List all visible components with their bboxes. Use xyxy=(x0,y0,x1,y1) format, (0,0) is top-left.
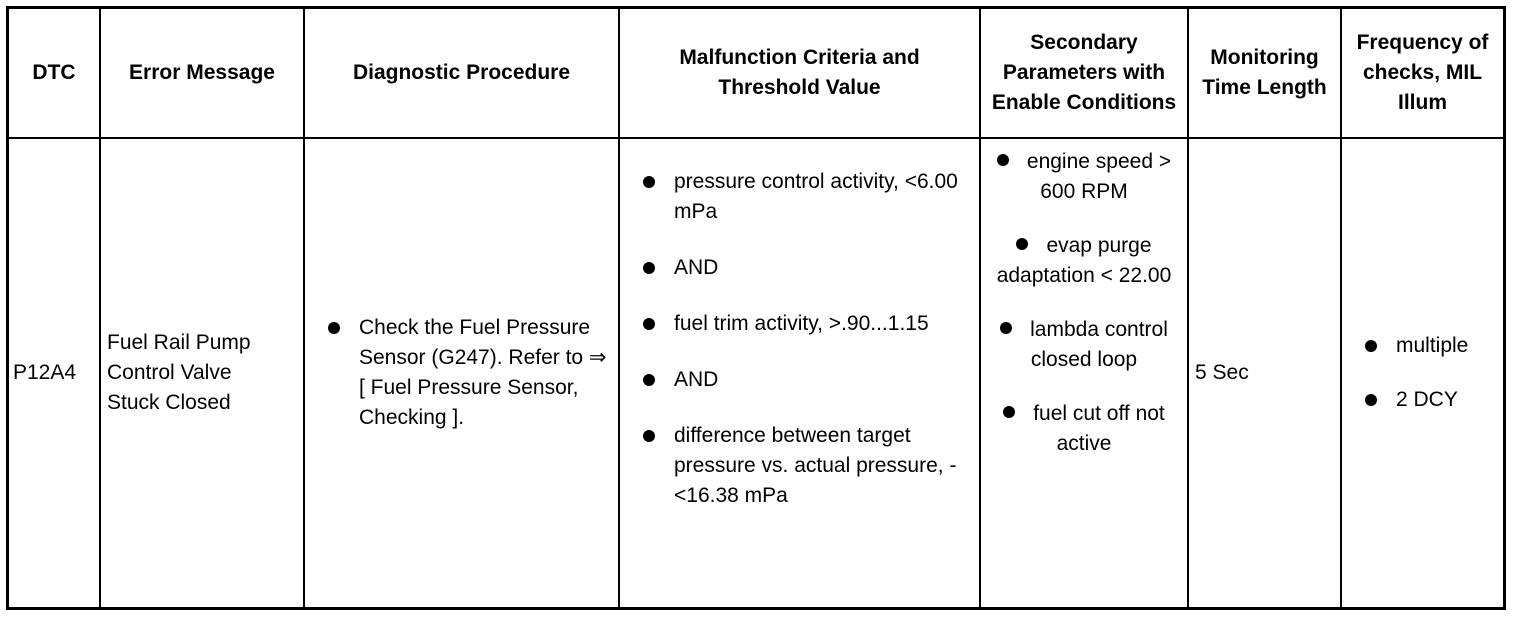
cell-frequency: multiple 2 DCY xyxy=(1340,137,1503,607)
header-secondary-parameters: Secondary Parameters with Enable Conditi… xyxy=(979,9,1189,139)
frequency-list: multiple 2 DCY xyxy=(1362,331,1497,415)
header-error-message: Error Message xyxy=(99,9,305,139)
list-item: 2 DCY xyxy=(1362,385,1497,415)
list-item: AND xyxy=(640,365,959,395)
cell-error-message: Fuel Rail Pump Control Valve Stuck Close… xyxy=(99,137,305,607)
diagnostic-table-frame: DTC Error Message Diagnostic Procedure M… xyxy=(6,6,1506,610)
cell-monitoring-time: 5 Sec xyxy=(1187,137,1342,607)
list-item: fuel cut off not active xyxy=(989,399,1179,459)
cell-dtc: P12A4 xyxy=(9,137,101,607)
bullet-icon xyxy=(996,154,1009,166)
header-diagnostic-procedure: Diagnostic Procedure xyxy=(303,9,620,139)
header-dtc: DTC xyxy=(9,9,101,139)
cell-secondary-parameters: engine speed > 600 RPM evap purge adapta… xyxy=(979,137,1189,607)
dtc-table: DTC Error Message Diagnostic Procedure M… xyxy=(9,9,1503,607)
bullet-icon xyxy=(1000,322,1013,334)
secondary-parameters-list: engine speed > 600 RPM evap purge adapta… xyxy=(989,147,1179,459)
list-item: multiple xyxy=(1362,331,1497,361)
malfunction-criteria-list: pressure control activity, <6.00 mPa AND… xyxy=(640,167,959,511)
header-row: DTC Error Message Diagnostic Procedure M… xyxy=(9,9,1503,139)
list-item-text: fuel cut off not active xyxy=(1033,402,1165,455)
list-item-text: engine speed > 600 RPM xyxy=(1026,150,1172,203)
header-monitoring-time: Monitoring Time Length xyxy=(1187,9,1342,139)
header-monitoring-time-text: Monitoring Time Length xyxy=(1202,46,1327,99)
bullet-icon xyxy=(1003,406,1016,418)
header-malfunction-criteria: Malfunction Criteria and Threshold Value xyxy=(618,9,981,139)
error-message-text: Fuel Rail Pump Control Valve Stuck Close… xyxy=(107,331,251,414)
cell-diagnostic-procedure: Check the Fuel Pressure Sensor (G247). R… xyxy=(303,137,620,607)
table-row: P12A4 Fuel Rail Pump Control Valve Stuck… xyxy=(9,137,1503,607)
bullet-icon xyxy=(1016,238,1029,250)
list-item: difference between target pressure vs. a… xyxy=(640,421,959,511)
list-item-text: lambda control closed loop xyxy=(1030,318,1168,371)
cell-malfunction-criteria: pressure control activity, <6.00 mPa AND… xyxy=(618,137,981,607)
list-item: engine speed > 600 RPM xyxy=(989,147,1179,207)
list-item: AND xyxy=(640,253,959,283)
header-frequency-text: Frequency of checks, MIL Illum xyxy=(1356,31,1489,114)
list-item: evap purge adaptation < 22.00 xyxy=(989,231,1179,291)
diagnostic-procedure-list: Check the Fuel Pressure Sensor (G247). R… xyxy=(325,313,608,433)
header-secondary-parameters-text: Secondary Parameters with Enable Conditi… xyxy=(991,31,1177,114)
list-item: lambda control closed loop xyxy=(989,315,1179,375)
header-malfunction-criteria-text: Malfunction Criteria and Threshold Value xyxy=(679,46,920,99)
list-item: Check the Fuel Pressure Sensor (G247). R… xyxy=(325,313,608,433)
list-item-text: evap purge adaptation < 22.00 xyxy=(996,234,1172,287)
header-frequency: Frequency of checks, MIL Illum xyxy=(1340,9,1503,139)
list-item: pressure control activity, <6.00 mPa xyxy=(640,167,959,227)
list-item: fuel trim activity, >.90...1.15 xyxy=(640,309,959,339)
